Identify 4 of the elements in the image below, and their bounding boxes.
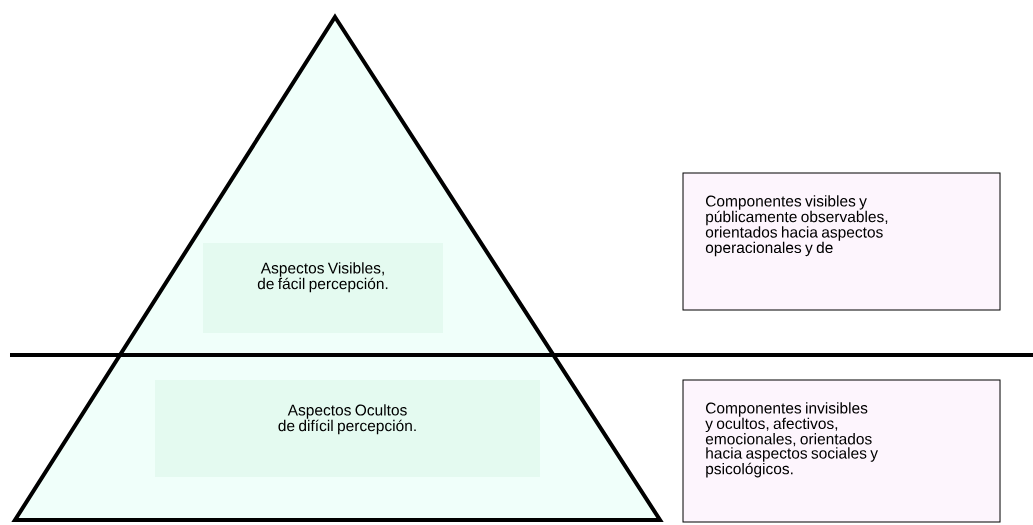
- text-area: Aspectos Visibles, de fácil percepción.: [203, 243, 443, 333]
- text-box: Componentes visibles y públicamente observables, orientados hacia aspectos operacionales y de: [682, 172, 1001, 311]
- text-area: Aspectos Ocultos de difícil percepción.: [155, 380, 540, 477]
- text-box: Componentes invisibles y ocultos, afectivos, emocionales, orientados hacia aspectos sociales y psicológicos.: [682, 379, 1001, 523]
